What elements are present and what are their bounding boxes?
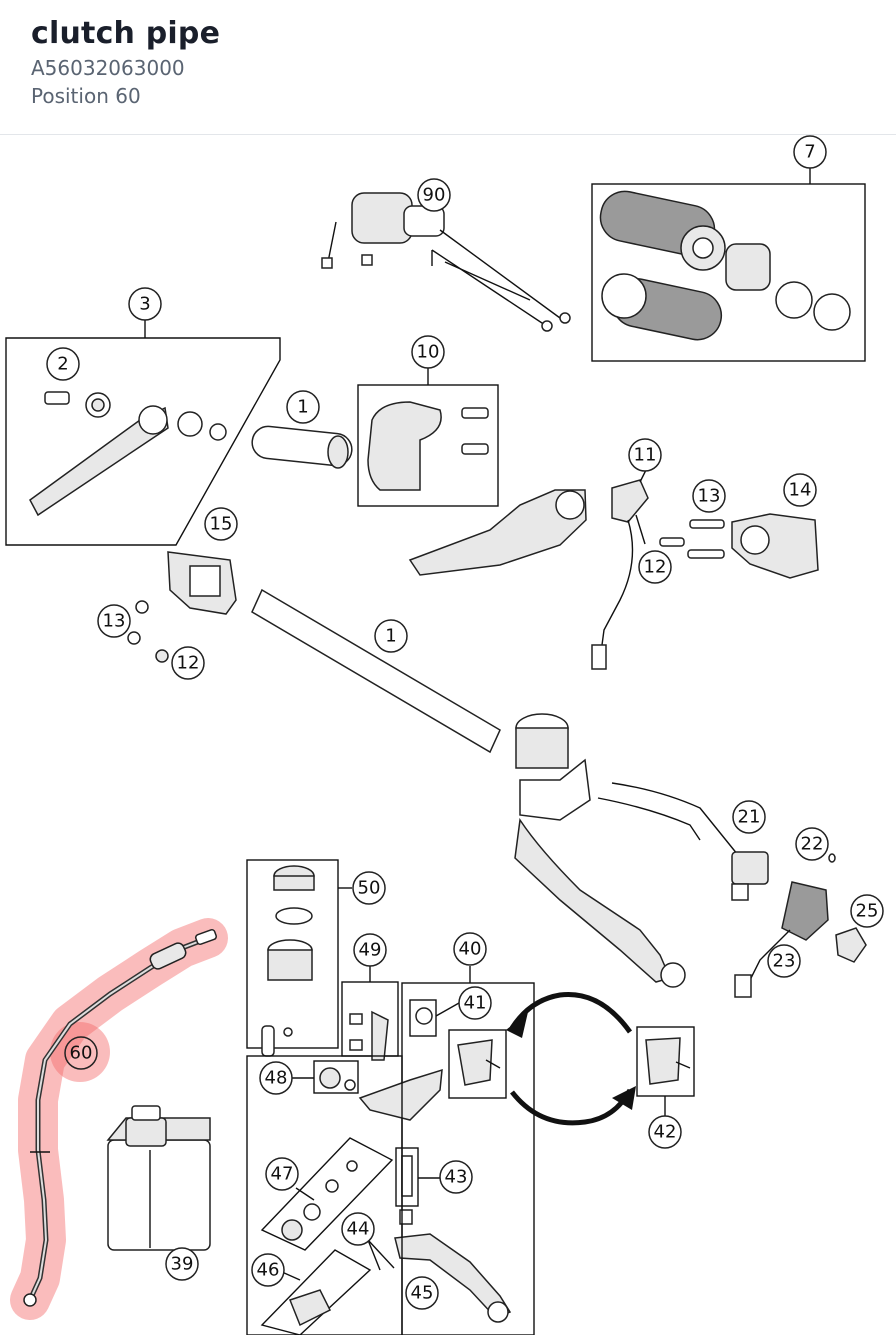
- svg-text:90: 90: [423, 185, 446, 206]
- svg-text:23: 23: [773, 951, 796, 972]
- callout-48[interactable]: 48: [259, 1061, 293, 1095]
- throttle-cables: [321, 192, 571, 332]
- callout-21[interactable]: 21: [732, 800, 766, 834]
- reservoir-set: [246, 859, 352, 1057]
- callout-46[interactable]: 46: [251, 1253, 285, 1287]
- svg-text:14: 14: [789, 480, 812, 501]
- callout-3[interactable]: 3: [128, 287, 162, 321]
- callout-13-left[interactable]: 13: [97, 604, 131, 638]
- callout-50[interactable]: 50: [352, 871, 386, 905]
- piston-kit-box: [246, 1055, 403, 1335]
- svg-text:15: 15: [210, 514, 233, 535]
- callout-22[interactable]: 22: [795, 827, 829, 861]
- clutch-pipe-highlight[interactable]: [10, 918, 228, 1320]
- brake-fluid-can: [106, 1105, 211, 1251]
- svg-text:12: 12: [644, 557, 667, 578]
- callout-1-top[interactable]: 1: [286, 390, 320, 424]
- svg-text:3: 3: [139, 294, 150, 315]
- callout-14[interactable]: 14: [783, 473, 817, 507]
- grips-set: [591, 164, 866, 362]
- callout-2[interactable]: 2: [46, 347, 80, 381]
- svg-text:2: 2: [57, 354, 68, 375]
- callout-44[interactable]: 44: [341, 1212, 375, 1246]
- master-cylinder-lever: [514, 713, 686, 988]
- callout-12-right[interactable]: 12: [638, 550, 672, 584]
- svg-text:42: 42: [654, 1122, 677, 1143]
- svg-text:60: 60: [70, 1043, 93, 1064]
- part-number: A56032063000: [31, 56, 185, 80]
- svg-text:41: 41: [464, 993, 487, 1014]
- switch-unit: [357, 366, 499, 507]
- svg-text:47: 47: [271, 1164, 294, 1185]
- svg-text:25: 25: [856, 901, 879, 922]
- callout-43[interactable]: 43: [439, 1160, 473, 1194]
- svg-text:45: 45: [411, 1283, 434, 1304]
- mirror-clamp-alt: [636, 1026, 695, 1118]
- callout-41[interactable]: 41: [458, 986, 492, 1020]
- callout-15[interactable]: 15: [204, 507, 238, 541]
- callout-13-right[interactable]: 13: [692, 479, 726, 513]
- svg-text:12: 12: [177, 653, 200, 674]
- clamp-bracket: [127, 551, 237, 663]
- svg-text:39: 39: [171, 1254, 194, 1275]
- callout-10[interactable]: 10: [411, 335, 445, 369]
- svg-text:21: 21: [738, 807, 761, 828]
- swap-arrows: [506, 991, 636, 1126]
- part-position: Position 60: [31, 84, 141, 108]
- svg-text:43: 43: [445, 1167, 468, 1188]
- callout-25[interactable]: 25: [850, 894, 884, 928]
- sensor-cables: [597, 782, 867, 998]
- svg-text:13: 13: [103, 611, 126, 632]
- svg-text:50: 50: [358, 878, 381, 899]
- callout-45[interactable]: 45: [405, 1276, 439, 1310]
- svg-text:7: 7: [804, 142, 815, 163]
- callout-12-left[interactable]: 12: [171, 646, 205, 680]
- svg-text:10: 10: [417, 342, 440, 363]
- callout-11[interactable]: 11: [628, 438, 662, 472]
- part-header: clutch pipe A56032063000 Position 60: [0, 0, 896, 135]
- handlebar-tube-short: [251, 425, 353, 469]
- callout-47[interactable]: 47: [265, 1157, 299, 1191]
- svg-text:48: 48: [265, 1068, 288, 1089]
- right-switch-assembly: [408, 479, 819, 670]
- callout-90[interactable]: 90: [417, 178, 451, 212]
- svg-text:40: 40: [459, 939, 482, 960]
- callout-42[interactable]: 42: [648, 1115, 682, 1149]
- svg-text:11: 11: [634, 445, 657, 466]
- callout-23[interactable]: 23: [767, 944, 801, 978]
- callout-40[interactable]: 40: [453, 932, 487, 966]
- leader-lines: [281, 250, 647, 1281]
- svg-text:49: 49: [359, 940, 382, 961]
- callout-60[interactable]: 60: [64, 1036, 98, 1070]
- callout-7[interactable]: 7: [793, 135, 827, 169]
- svg-text:46: 46: [257, 1260, 280, 1281]
- clutch-lever-set: [5, 318, 281, 546]
- callout-49[interactable]: 49: [353, 933, 387, 967]
- handlebar-long: [251, 588, 501, 754]
- svg-text:44: 44: [347, 1219, 370, 1240]
- svg-text:1: 1: [297, 397, 308, 418]
- callout-1-long[interactable]: 1: [374, 619, 408, 653]
- svg-text:13: 13: [698, 486, 721, 507]
- part-title: clutch pipe: [31, 16, 221, 51]
- svg-text:22: 22: [801, 834, 824, 855]
- callout-39[interactable]: 39: [165, 1247, 199, 1281]
- svg-text:1: 1: [385, 626, 396, 647]
- banjo-bolt-set: [341, 966, 399, 1061]
